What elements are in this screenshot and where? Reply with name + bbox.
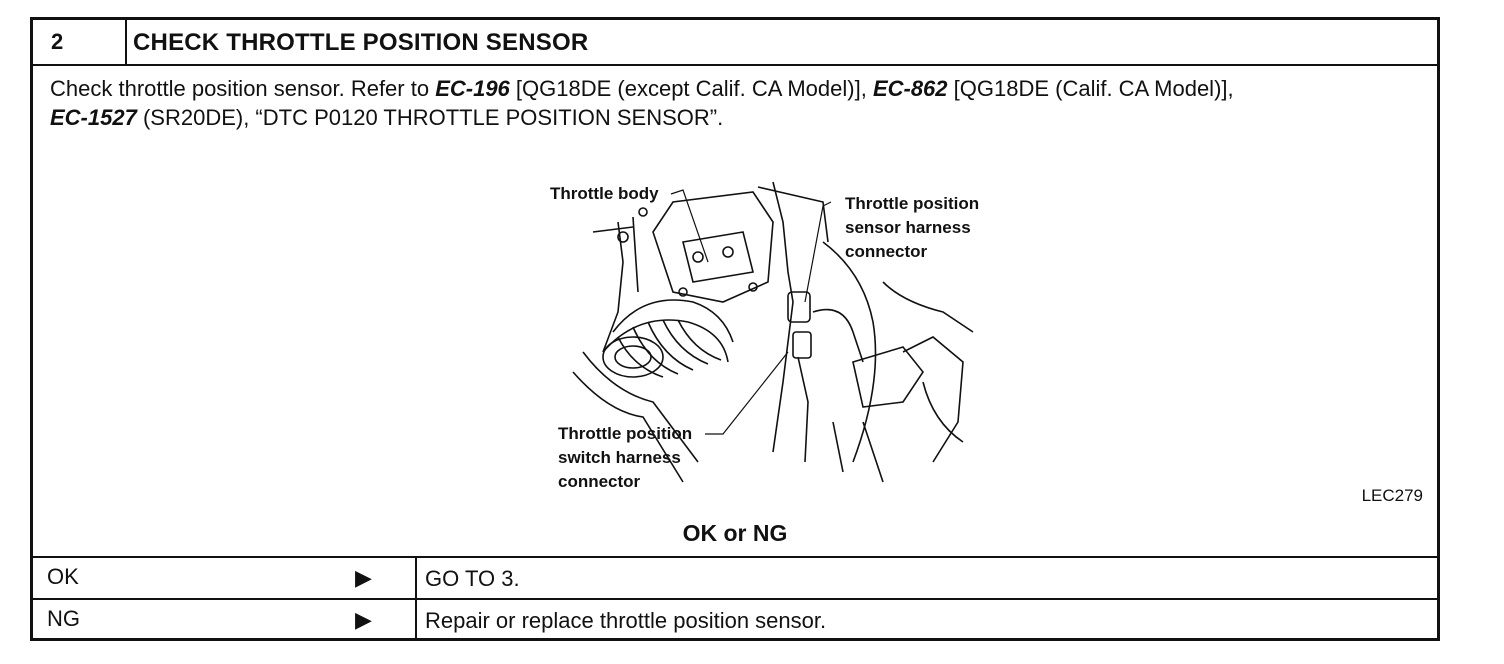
callout-line: Throttle position bbox=[845, 194, 980, 213]
result-row-ng: NG ▶ Repair or replace throttle position… bbox=[33, 598, 1437, 640]
procedure-step-table: 2 CHECK THROTTLE POSITION SENSOR Check t… bbox=[30, 17, 1440, 641]
callout-throttle-body: Throttle body bbox=[550, 184, 659, 203]
column-divider bbox=[415, 558, 417, 598]
instruction-text: (SR20DE), “DTC P0120 THROTTLE POSITION S… bbox=[136, 105, 724, 130]
throttle-body-illustration: Throttle body Throttle position sensor h… bbox=[523, 162, 983, 498]
result-label: OK bbox=[47, 564, 79, 589]
figure-code: LEC279 bbox=[1361, 486, 1423, 505]
callout-switch-harness-connector: Throttle position switch harness connect… bbox=[558, 422, 692, 494]
callout-line: switch harness bbox=[558, 448, 681, 467]
engine-line-drawing bbox=[572, 181, 974, 483]
reference-link-ec1527[interactable]: EC-1527 bbox=[50, 105, 137, 130]
ok-or-ng-question: OK or NG bbox=[682, 520, 788, 546]
column-divider bbox=[415, 600, 417, 640]
instruction-text: [QG18DE (Calif. CA Model)], bbox=[947, 76, 1234, 101]
callout-line: connector bbox=[845, 242, 928, 261]
callout-line: sensor harness bbox=[845, 218, 971, 237]
callout-line: connector bbox=[558, 472, 641, 491]
result-action: GO TO 3. bbox=[425, 566, 520, 591]
instruction-text: [QG18DE (except Calif. CA Model)], bbox=[509, 76, 873, 101]
callout-sensor-harness-connector: Throttle position sensor harness connect… bbox=[845, 192, 979, 264]
step-number: 2 bbox=[33, 20, 127, 64]
instruction-text: Check throttle position sensor. Refer to bbox=[50, 76, 436, 101]
callout-line: Throttle position bbox=[558, 424, 693, 443]
arrow-right-icon: ▶ bbox=[355, 565, 372, 590]
result-label: NG bbox=[47, 606, 80, 631]
reference-link-ec196[interactable]: EC-196 bbox=[435, 76, 510, 101]
result-row-ok: OK ▶ GO TO 3. bbox=[33, 556, 1437, 598]
step-header: 2 CHECK THROTTLE POSITION SENSOR bbox=[33, 20, 1437, 66]
reference-link-ec862[interactable]: EC-862 bbox=[872, 76, 948, 101]
result-action: Repair or replace throttle position sens… bbox=[425, 608, 827, 633]
step-instructions: Check throttle position sensor. Refer to… bbox=[50, 74, 1430, 132]
step-title: CHECK THROTTLE POSITION SENSOR bbox=[133, 29, 589, 56]
arrow-right-icon: ▶ bbox=[355, 607, 372, 632]
